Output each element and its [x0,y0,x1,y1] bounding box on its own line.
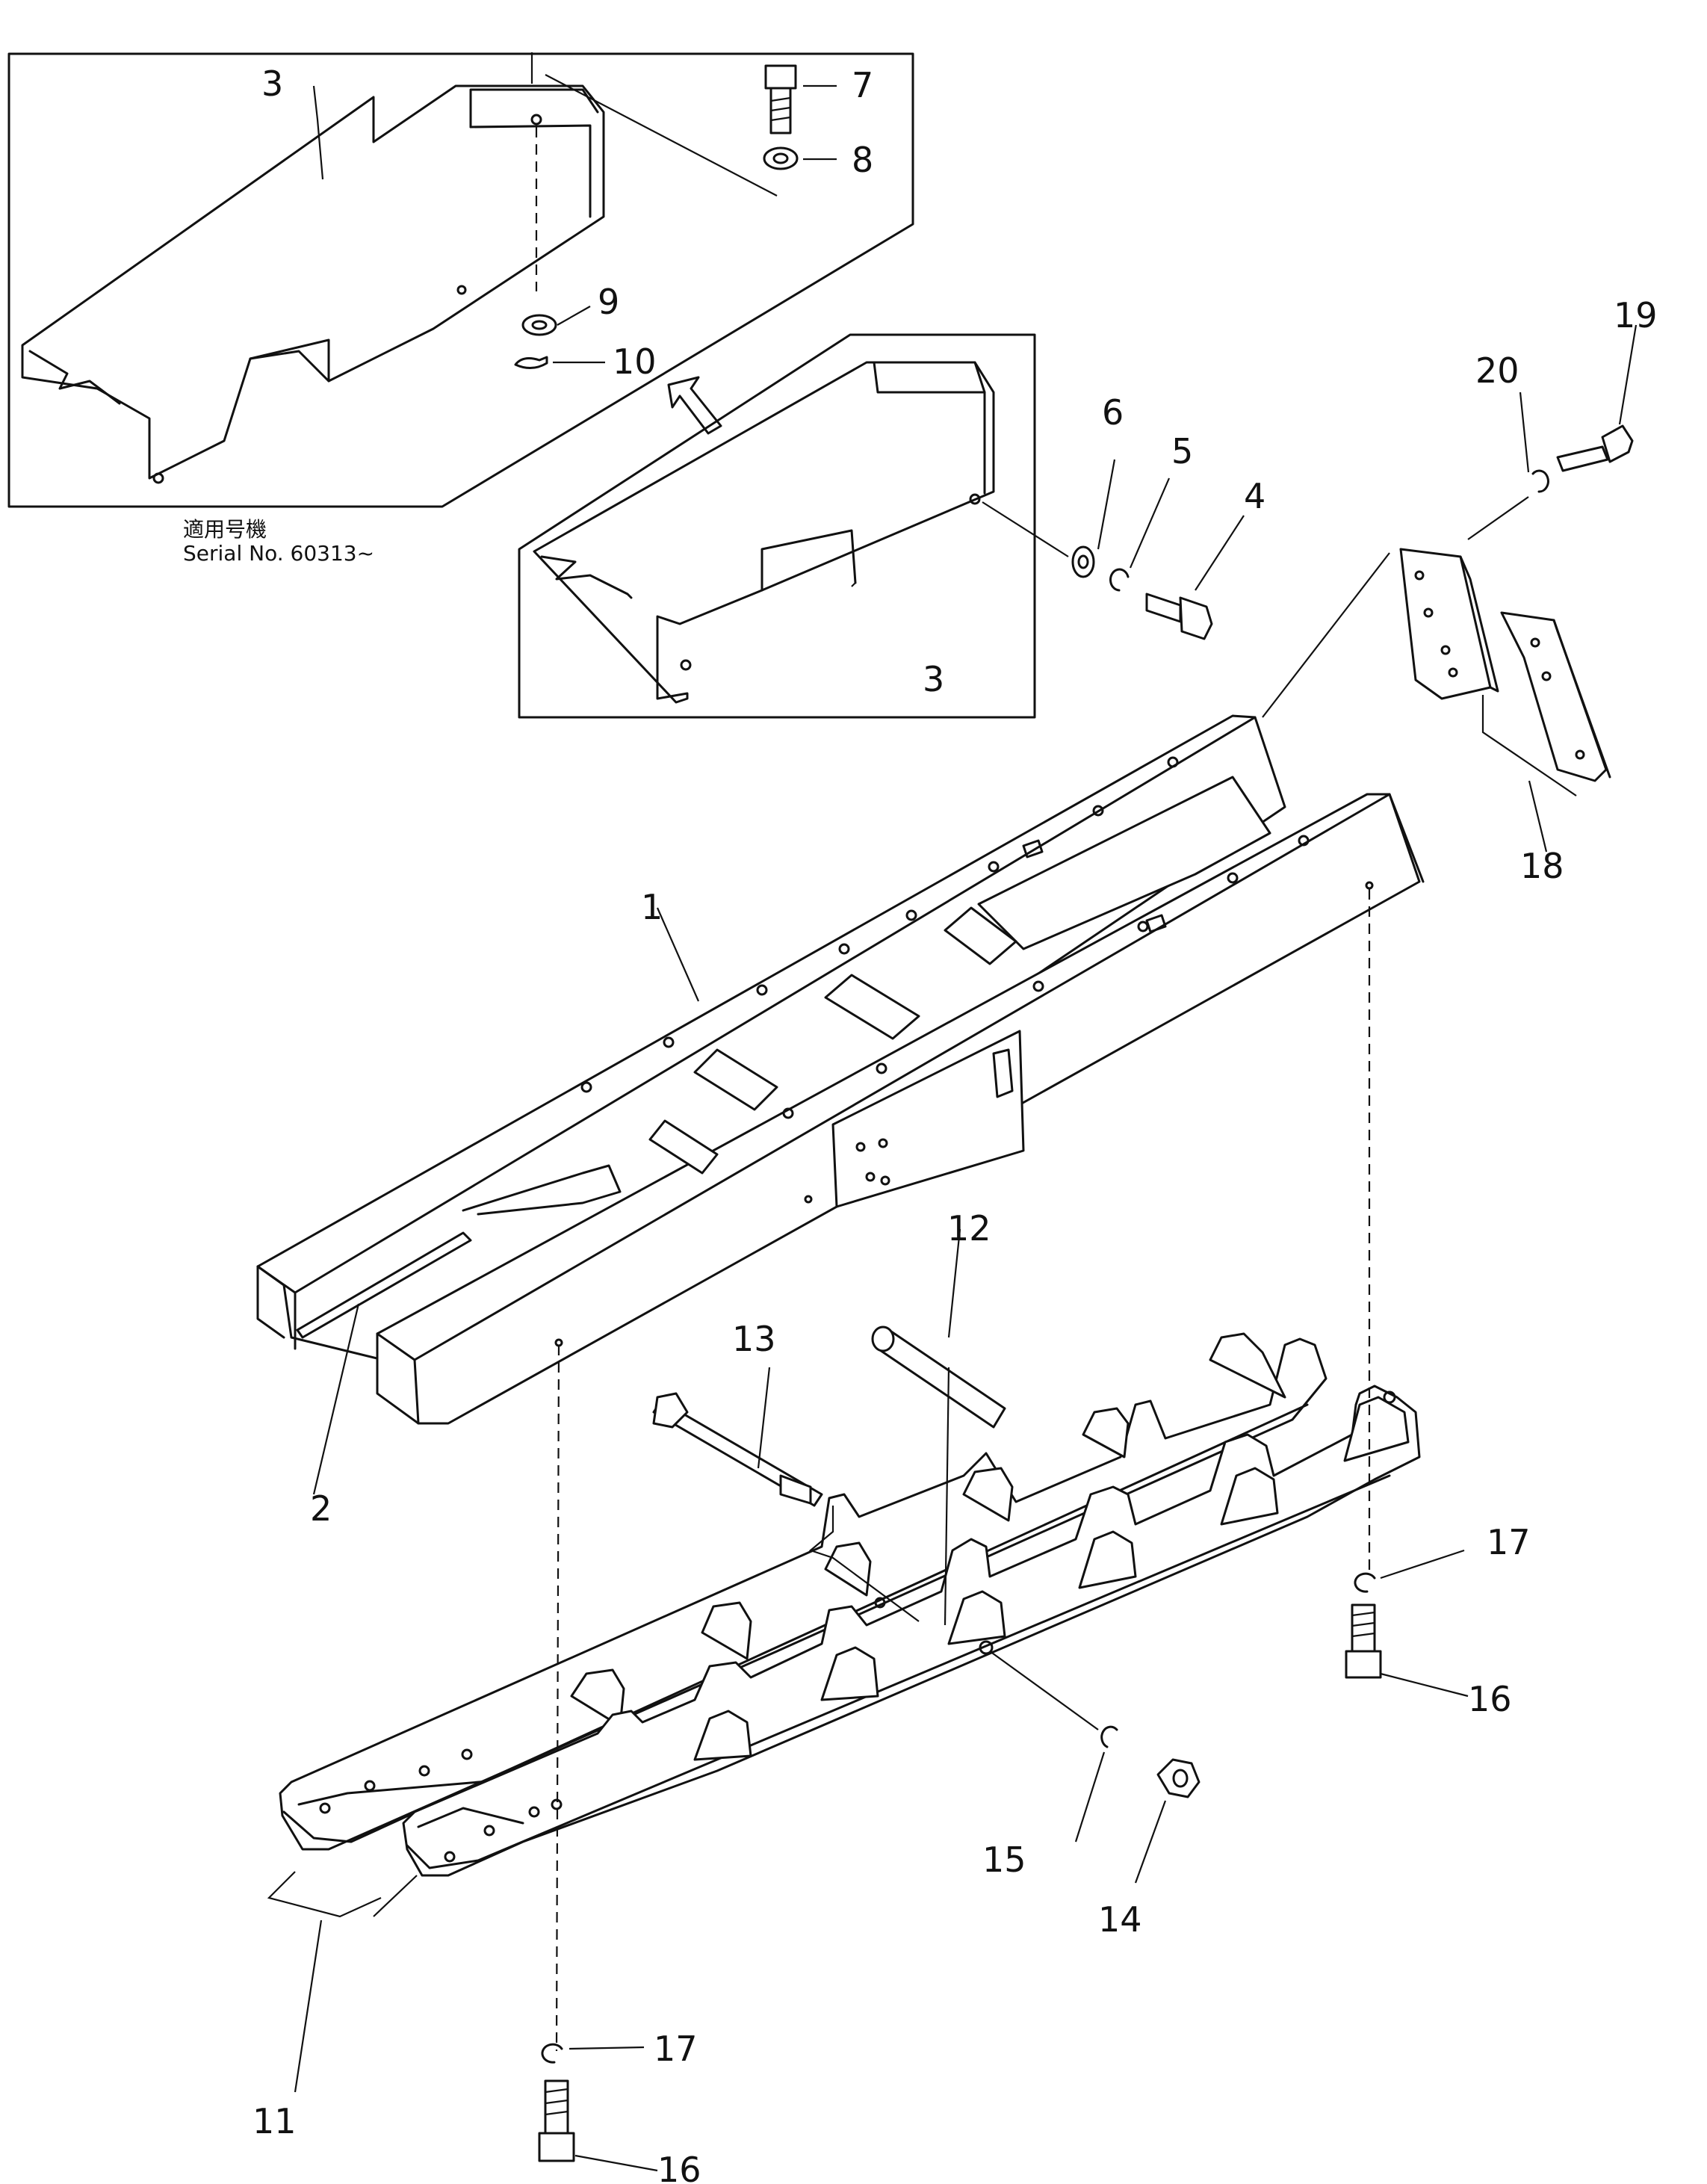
callout-14: 14 [1098,1899,1142,1940]
callout-18: 18 [1520,846,1564,886]
callout-6: 6 [1102,392,1124,433]
callout-13: 13 [732,1319,776,1359]
callout-8: 8 [852,140,873,180]
up-arrow-icon [667,376,722,435]
callout-17-right: 17 [1487,1522,1531,1562]
track-guard-cover [533,361,995,704]
callout-2: 2 [310,1488,332,1529]
lock-washer-17-right [1354,1572,1376,1593]
callout-3-inset: 3 [261,64,283,104]
lock-washer-17-left [541,2043,563,2064]
track-guard-cover-inset [21,84,605,480]
callout-5: 5 [1171,431,1193,471]
serial-label: Serial No. 60313~ [183,541,374,566]
callout-3: 3 [923,659,944,699]
callout-10: 10 [613,341,657,382]
callout-16-right: 16 [1468,1679,1512,1719]
inset-frame [7,52,914,508]
bolt-7 [764,64,797,134]
washer-8 [763,146,799,170]
alignment-line-left [555,1344,560,2052]
callout-4: 4 [1244,476,1265,516]
track-frame-1 [256,714,1425,1425]
callout-16-left: 16 [657,2150,701,2184]
washer-6 [1071,545,1095,578]
serial-label-jp: 適用号機 [183,517,267,542]
nut-14 [1156,1758,1201,1798]
callout-19: 19 [1614,295,1658,335]
callout-1: 1 [641,887,663,927]
cover-box-frame [518,333,1036,719]
bolt-16-right [1345,1603,1382,1679]
lower-track-frame-11 [279,1332,1421,1877]
bolt-19 [1556,424,1634,472]
cover-standard-variant [518,333,1069,719]
callout-20: 20 [1475,350,1519,391]
lock-washer-5 [1109,568,1130,592]
guide-plate-18 [1399,548,1611,853]
callout-7: 7 [852,65,873,105]
pin-10 [514,356,548,369]
callout-15: 15 [982,1840,1026,1880]
lock-washer-20 [1531,469,1549,493]
callout-9: 9 [598,282,619,322]
callout-12: 12 [947,1208,991,1249]
bolt-4 [1145,593,1213,640]
lock-washer-15 [1100,1725,1118,1748]
inset-serial-variant: 適用号機 Serial No. 60313~ [7,52,914,566]
pin-12 [871,1325,1006,1429]
bolt-13 [652,1392,823,1507]
callout-11: 11 [253,2101,297,2141]
washer-9 [521,314,557,336]
callout-17-left: 17 [654,2029,698,2069]
bolt-16-left [538,2079,575,2162]
